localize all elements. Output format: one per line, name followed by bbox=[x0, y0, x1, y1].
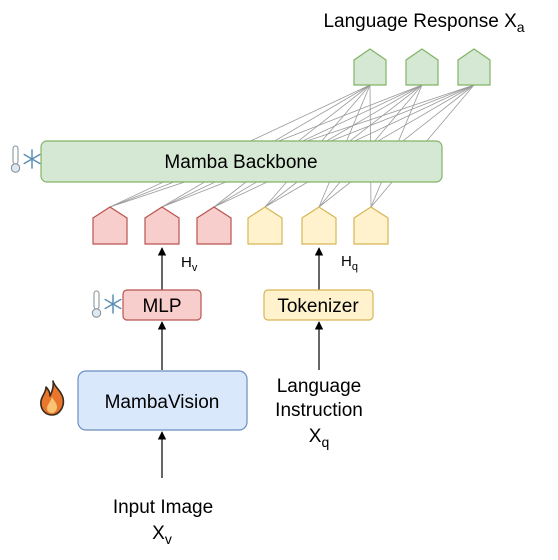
output-token bbox=[405, 48, 439, 86]
output-token bbox=[353, 48, 387, 86]
input-tokens bbox=[92, 206, 389, 245]
visual-token bbox=[144, 206, 180, 245]
snowflake-thermometer-icon bbox=[10, 145, 41, 173]
tokenizer-box bbox=[263, 289, 374, 321]
visual-token bbox=[92, 206, 128, 245]
output-tokens bbox=[353, 48, 491, 86]
mambavision-box bbox=[77, 370, 248, 431]
mamba-backbone-box bbox=[40, 140, 443, 183]
input-image-xv: Xv bbox=[152, 523, 172, 547]
output-token bbox=[457, 48, 491, 86]
text-token bbox=[247, 206, 283, 245]
snowflake-thermometer-icon bbox=[91, 290, 122, 318]
language-instruction-xq: Xq bbox=[309, 426, 329, 450]
text-token bbox=[301, 206, 337, 245]
language-instruction-line1: Language bbox=[277, 376, 362, 397]
input-image-line1: Input Image bbox=[113, 497, 213, 518]
visual-token bbox=[196, 206, 232, 245]
mambavision-label: MambaVision bbox=[105, 392, 220, 413]
hv-label: Hv bbox=[181, 254, 198, 274]
language-response-label: Language Response Xa bbox=[323, 11, 524, 35]
language-instruction-line2: Instruction bbox=[275, 400, 363, 421]
mlp-box bbox=[122, 289, 202, 321]
mlp-label: MLP bbox=[142, 296, 181, 317]
flame-icon bbox=[40, 380, 65, 416]
tokenizer-label: Tokenizer bbox=[277, 296, 359, 317]
hq-label: Hq bbox=[341, 253, 358, 273]
mamba-backbone-label: Mamba Backbone bbox=[164, 152, 317, 173]
text-token bbox=[353, 206, 389, 245]
